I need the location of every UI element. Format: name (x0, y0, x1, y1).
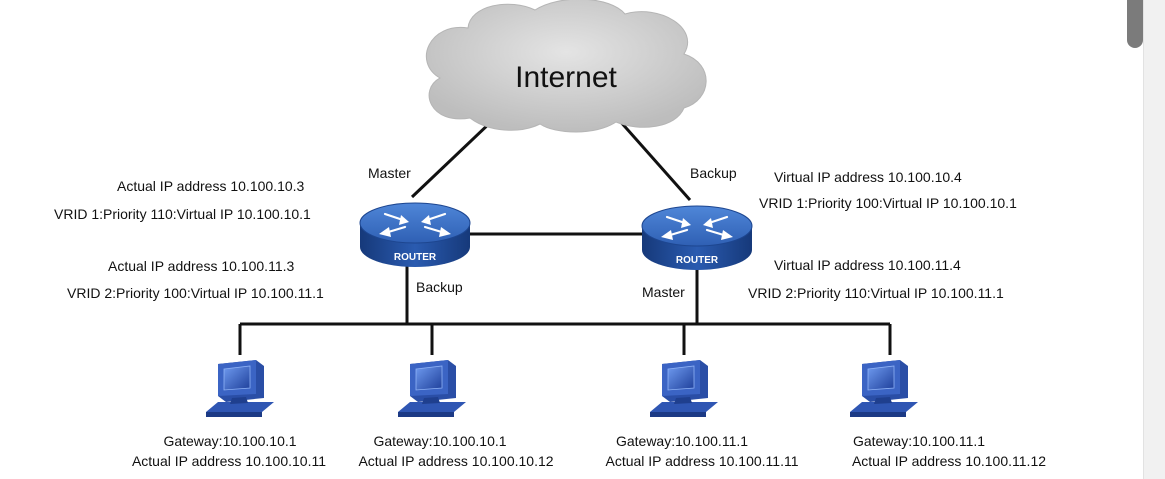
router-1-name: ROUTER (394, 252, 437, 263)
router-1-role-bottom: Backup (416, 279, 463, 295)
host-2-ip: Actual IP address 10.100.10.12 (358, 453, 553, 469)
host-3-gateway: Gateway:10.100.11.1 (616, 433, 748, 449)
computer-icon (397, 359, 467, 418)
host-2 (397, 359, 467, 418)
router-2-name: ROUTER (676, 255, 719, 266)
router-1-vrid-1: VRID 1:Priority 110:Virtual IP 10.100.10… (54, 206, 311, 222)
router-2-actual-ip-1: Virtual IP address 10.100.10.4 (774, 169, 962, 185)
router-1-actual-ip-1: Actual IP address 10.100.10.3 (117, 178, 305, 194)
host-4-ip: Actual IP address 10.100.11.12 (852, 453, 1046, 469)
host-2-gateway: Gateway:10.100.10.1 (373, 433, 506, 449)
router-2-vrid-1: VRID 1:Priority 100:Virtual IP 10.100.10… (759, 195, 1017, 211)
router-1-actual-ip-2: Actual IP address 10.100.11.3 (108, 258, 294, 274)
router-1-role-top: Master (368, 165, 411, 181)
host-1-ip: Actual IP address 10.100.10.11 (132, 453, 326, 469)
computer-icon (205, 359, 275, 418)
router-1-vrid-2: VRID 2:Priority 100:Virtual IP 10.100.11… (67, 285, 324, 301)
router-2-actual-ip-2: Virtual IP address 10.100.11.4 (774, 257, 961, 273)
host-4-gateway: Gateway:10.100.11.1 (853, 433, 985, 449)
router-2-role-bottom: Master (642, 284, 685, 300)
router-2-vrid-2: VRID 2:Priority 110:Virtual IP 10.100.11… (748, 285, 1004, 301)
scrollbar-thumb[interactable] (1127, 0, 1143, 48)
link-internet-router-1 (410, 118, 495, 199)
internet-cloud: Internet (425, 0, 707, 133)
computer-icon (649, 359, 719, 418)
host-4 (849, 359, 919, 418)
router-2-role-top: Backup (690, 165, 737, 181)
link-internet-router-2 (617, 119, 692, 201)
host-1-gateway: Gateway:10.100.10.1 (163, 433, 296, 449)
host-3 (649, 359, 719, 418)
connection-lines (238, 118, 892, 355)
host-3-ip: Actual IP address 10.100.11.11 (605, 453, 798, 469)
vertical-scrollbar[interactable] (1143, 0, 1165, 479)
router-1: ROUTER (358, 201, 472, 269)
computer-icon (849, 359, 919, 418)
internet-label: Internet (515, 61, 617, 94)
router-2: ROUTER (640, 204, 754, 272)
host-1 (205, 359, 275, 418)
